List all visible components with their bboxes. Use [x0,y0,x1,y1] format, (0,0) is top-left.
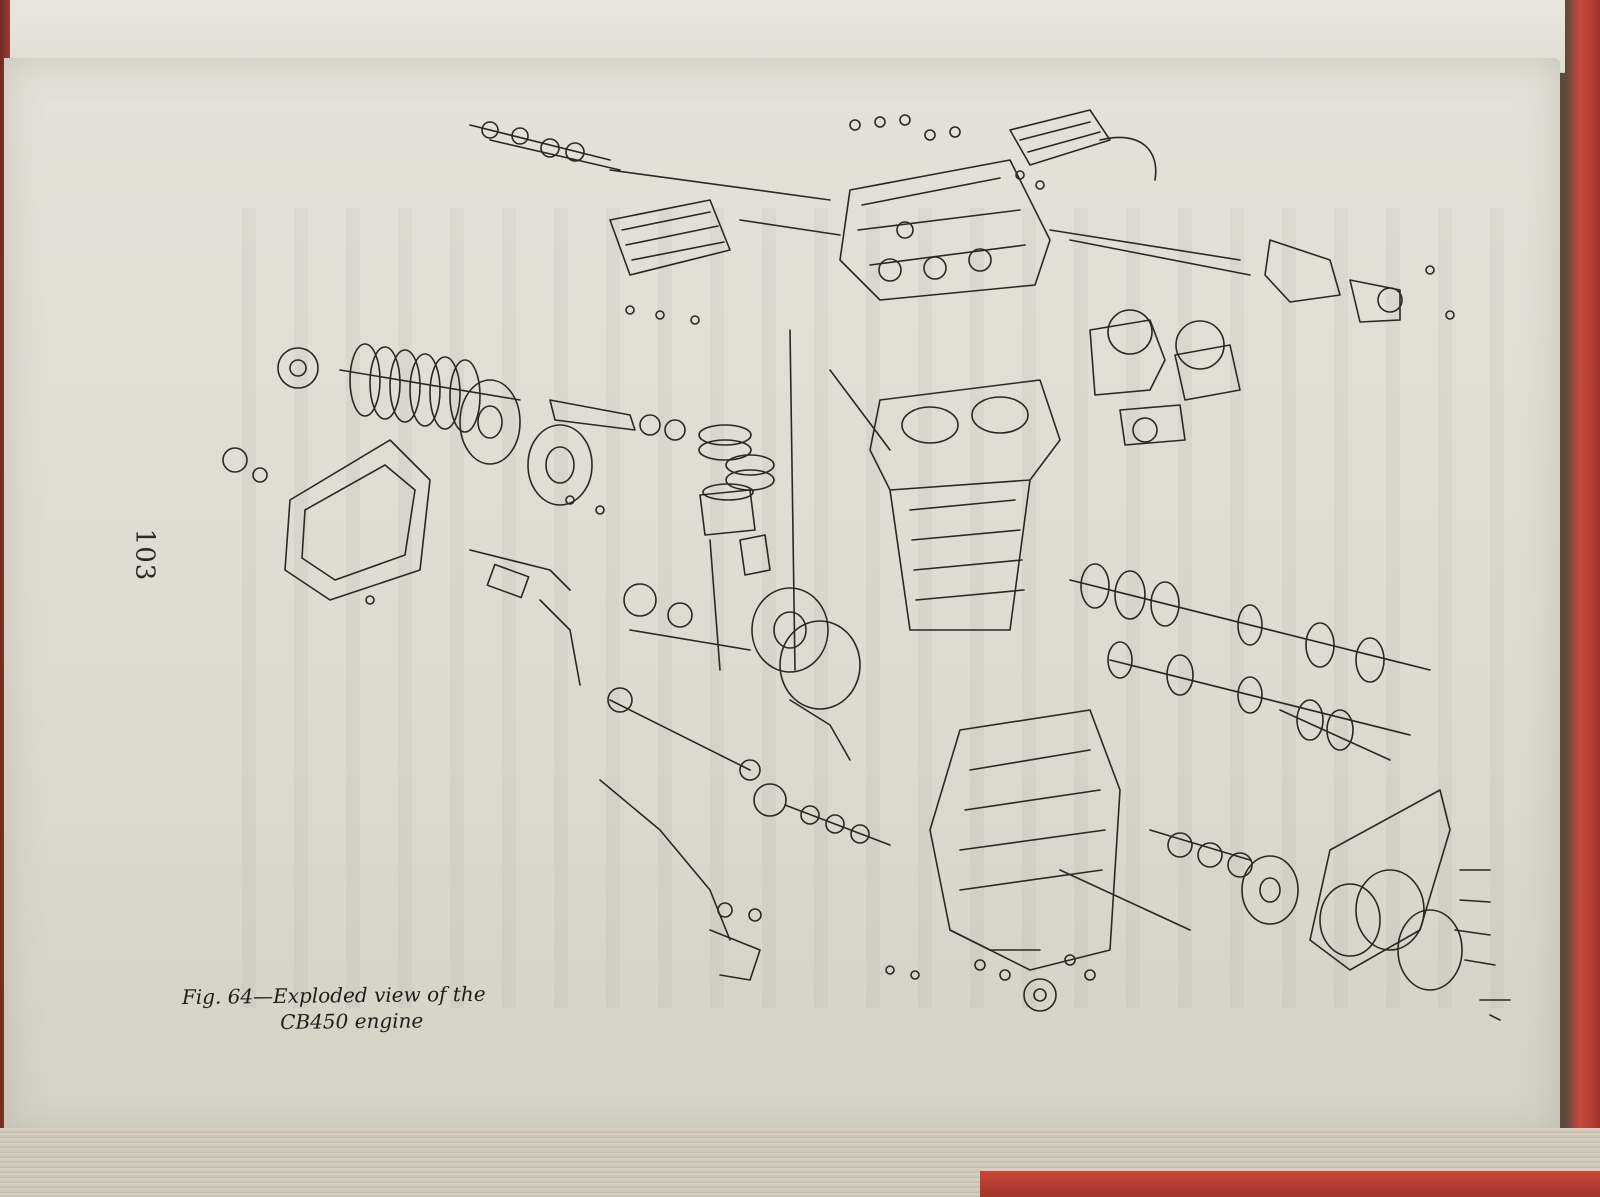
page-number: 103 [129,528,160,582]
right-cover-group [1149,789,1511,1021]
carburettor-group [1089,309,1241,446]
piston-group [698,424,775,576]
clutch-stack-group [277,343,686,506]
side-cover-left-group [222,439,431,601]
crankcase-group [929,709,1121,1012]
figure-caption-line-1: Fig. 64—Exploded view of the [181,981,486,1009]
closed-pages-stack [0,1128,1600,1197]
cylinder-block-group [869,379,1061,631]
exploded-engine-drawing-icon [190,70,1530,1070]
cylinder-head-group [609,109,1157,301]
rods-group [709,329,1191,931]
shift-lever-group [469,549,762,981]
small-fasteners-group [365,114,1455,980]
transmission-group [1069,563,1431,761]
valve-train-group [469,121,1403,323]
crankshaft-group [607,583,861,781]
figure-caption-line-2: CB450 engine [280,1008,424,1034]
figure-caption: Fig. 64—Exploded view of the CB450 engin… [182,980,563,1036]
camshaft-group [753,783,891,846]
